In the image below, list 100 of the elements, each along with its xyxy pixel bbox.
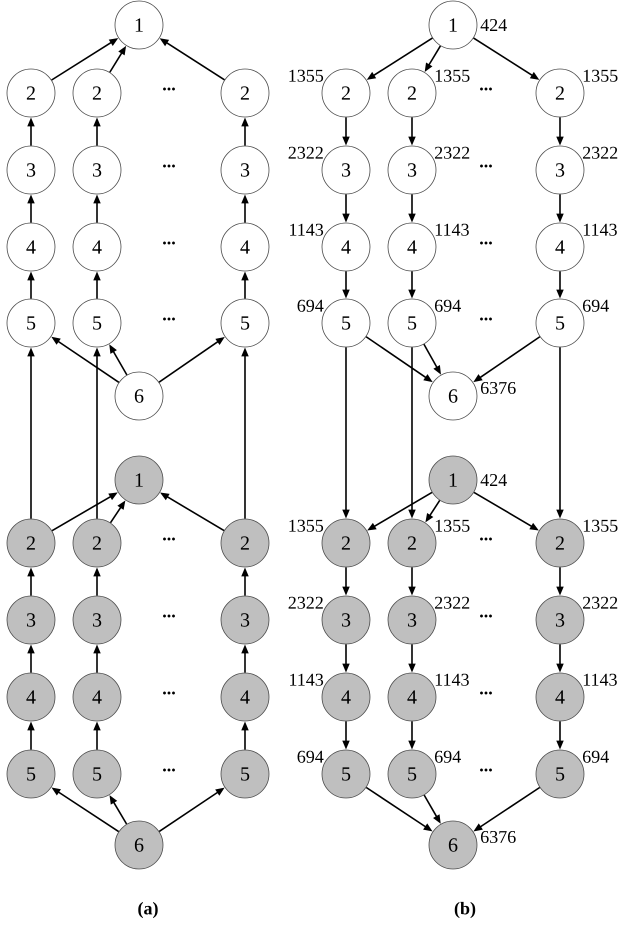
- circle-node: 3: [536, 596, 584, 644]
- panel-caption: (a): [138, 902, 158, 918]
- circle-node: 4: [536, 672, 584, 722]
- value-label: 1143: [584, 674, 617, 686]
- circle-node: 5: [388, 298, 436, 348]
- circle-node: 5: [536, 298, 584, 348]
- ellipsis: ...: [163, 768, 175, 772]
- value-label: 694: [434, 750, 461, 763]
- circle-node: 3: [388, 596, 436, 644]
- value-label: 694: [298, 300, 324, 312]
- ellipsis: ...: [163, 318, 175, 320]
- value-label: 1143: [584, 224, 617, 236]
- circle-node: 5: [220, 750, 270, 798]
- circle-node: 1: [114, 0, 164, 50]
- circle-node: 3: [6, 146, 56, 194]
- circle-node: 2: [388, 68, 436, 118]
- circle-node: 3: [388, 146, 436, 194]
- circle-node: 2: [322, 518, 370, 568]
- value-label: 694: [298, 750, 324, 763]
- circle-node: 3: [6, 596, 56, 644]
- circle-node: 2: [536, 518, 584, 568]
- value-label: 1355: [584, 70, 618, 82]
- circle-node: 1: [428, 456, 478, 504]
- circle-node: 3: [220, 596, 270, 644]
- circle-node: 2: [322, 68, 370, 118]
- circle-node: 2: [72, 518, 122, 568]
- ellipsis: ...: [480, 768, 492, 772]
- circle-node: 2: [536, 68, 584, 118]
- value-label: 1143: [290, 674, 324, 686]
- ellipsis: ...: [480, 538, 492, 540]
- value-label: 2322: [582, 596, 618, 609]
- value-label: 6376: [480, 382, 516, 394]
- circle-node: 3: [72, 596, 122, 644]
- value-label: 2322: [434, 596, 470, 609]
- circle-node: 4: [322, 672, 370, 722]
- value-label: 2322: [582, 146, 618, 159]
- circle-node: 5: [220, 298, 270, 348]
- circle-node: 6: [428, 372, 478, 420]
- circle-node: 4: [220, 672, 270, 722]
- circle-node: 5: [6, 298, 56, 348]
- ellipsis: ...: [163, 692, 175, 694]
- circle-node: 5: [388, 750, 436, 798]
- circle-node: 4: [322, 222, 370, 272]
- ellipsis: ...: [163, 164, 175, 168]
- value-label: 424: [480, 19, 507, 31]
- value-label: 1355: [436, 520, 470, 532]
- circle-node: 2: [72, 68, 122, 118]
- value-label: 1355: [436, 70, 470, 82]
- ellipsis: ...: [480, 614, 492, 618]
- circle-node: 2: [6, 68, 56, 118]
- circle-node: 3: [536, 146, 584, 194]
- panel-caption: (b): [454, 902, 476, 918]
- value-label: 2322: [288, 596, 323, 609]
- circle-node: 3: [220, 146, 270, 194]
- circle-node: 2: [220, 68, 270, 118]
- circle-node: 4: [72, 222, 122, 272]
- circle-node: 1: [428, 0, 478, 50]
- ellipsis: ...: [163, 614, 175, 618]
- value-label: 2322: [288, 146, 323, 159]
- value-label: 1355: [289, 520, 324, 532]
- circle-node: 6: [114, 372, 164, 420]
- circle-node: 4: [388, 672, 436, 722]
- value-label: 1143: [290, 224, 324, 236]
- circle-node: 3: [322, 146, 370, 194]
- value-label: 1143: [436, 224, 469, 236]
- value-label: 424: [480, 474, 507, 486]
- circle-node: 2: [6, 518, 56, 568]
- circle-node: 5: [536, 750, 584, 798]
- ellipsis: ...: [480, 242, 492, 244]
- circle-node: 6: [428, 820, 478, 870]
- circle-node: 4: [536, 222, 584, 272]
- circle-node: 4: [388, 222, 436, 272]
- value-label: 694: [582, 750, 609, 763]
- value-label: 2322: [434, 146, 470, 159]
- circle-node: 4: [6, 672, 56, 722]
- value-label: 694: [582, 300, 609, 312]
- ellipsis: ...: [480, 164, 492, 168]
- ellipsis: ...: [163, 88, 175, 90]
- circle-node: 5: [72, 750, 122, 798]
- circle-node: 1: [114, 456, 164, 504]
- value-label: 1143: [436, 674, 469, 686]
- circle-node: 5: [72, 298, 122, 348]
- ellipsis: ...: [480, 318, 492, 320]
- circle-node: 4: [6, 222, 56, 272]
- value-label: 6376: [480, 830, 516, 844]
- ellipsis: ...: [480, 88, 492, 90]
- circle-node: 2: [388, 518, 436, 568]
- value-label: 1355: [584, 520, 618, 532]
- circle-node: 3: [72, 146, 122, 194]
- circle-node: 4: [220, 222, 270, 272]
- circle-node: 4: [72, 672, 122, 722]
- value-label: 694: [434, 300, 461, 312]
- value-label: 1355: [289, 70, 324, 82]
- ellipsis: ...: [163, 242, 175, 244]
- circle-node: 3: [322, 596, 370, 644]
- circle-node: 5: [6, 750, 56, 798]
- ellipsis: ...: [480, 692, 492, 694]
- ellipsis: ...: [163, 538, 175, 540]
- circle-node: 6: [114, 820, 164, 870]
- circle-node: 2: [220, 518, 270, 568]
